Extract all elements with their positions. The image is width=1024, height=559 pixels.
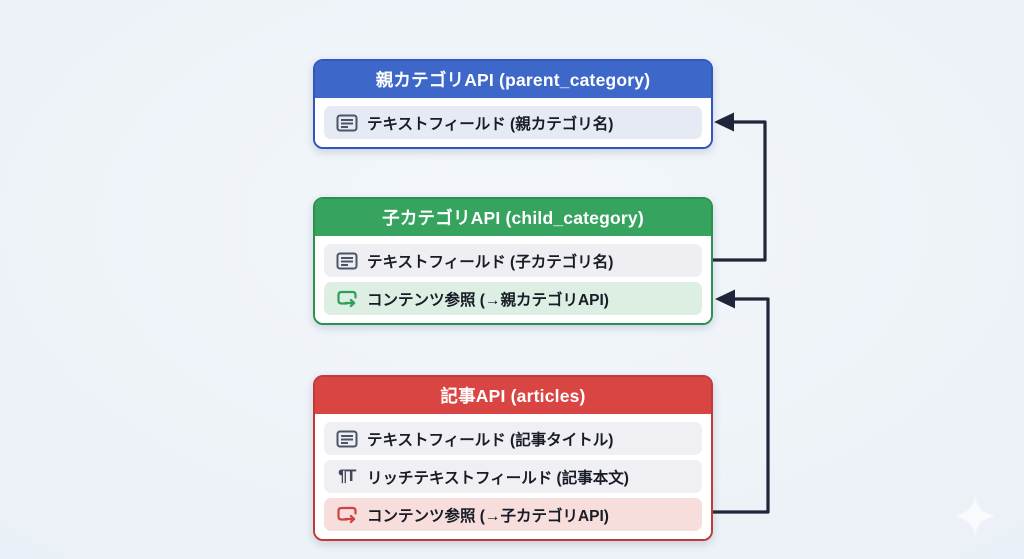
child-category-api-title: 子カテゴリAPI (child_category): [315, 199, 711, 236]
field-label: コンテンツ参照 (→子カテゴリAPI): [367, 507, 609, 525]
content-reference-icon: [335, 289, 358, 308]
field-row-text-field: テキストフィールド (親カテゴリ名): [324, 106, 702, 139]
field-label: コンテンツ参照 (→親カテゴリAPI): [367, 291, 609, 309]
parent-category-api-fields: テキストフィールド (親カテゴリ名): [315, 98, 711, 147]
field-row-text-field: テキストフィールド (記事タイトル): [324, 422, 702, 455]
field-row-text-field: テキストフィールド (子カテゴリ名): [324, 244, 702, 277]
articles-api-box: 記事API (articles) テキストフィールド (記事タイトル) ¶T リ…: [313, 375, 713, 541]
rich-text-icon: ¶T: [338, 466, 356, 485]
text-field-icon: [335, 429, 358, 448]
field-row-content-reference: コンテンツ参照 (→子カテゴリAPI): [324, 498, 702, 531]
field-label: テキストフィールド (記事タイトル): [367, 431, 614, 449]
child-category-api-box: 子カテゴリAPI (child_category) テキストフィールド (子カテ…: [313, 197, 713, 325]
arrow-child-to-parent: [713, 112, 767, 262]
parent-category-api-box: 親カテゴリAPI (parent_category) テキストフィールド (親カ…: [313, 59, 713, 149]
field-row-content-reference: コンテンツ参照 (→親カテゴリAPI): [324, 282, 702, 315]
articles-api-title: 記事API (articles): [315, 377, 711, 414]
field-label: テキストフィールド (子カテゴリ名): [367, 253, 614, 271]
child-category-api-fields: テキストフィールド (子カテゴリ名) コンテンツ参照 (→親カテゴリAPI): [315, 236, 711, 323]
content-reference-icon: [335, 505, 358, 524]
arrow-articles-to-child: [713, 289, 770, 514]
parent-category-api-title: 親カテゴリAPI (parent_category): [315, 61, 711, 98]
text-field-icon: [335, 251, 358, 270]
field-label: テキストフィールド (親カテゴリ名): [367, 115, 614, 133]
field-label: リッチテキストフィールド (記事本文): [367, 469, 629, 487]
sparkle-icon: [955, 496, 995, 536]
field-row-rich-text: ¶T リッチテキストフィールド (記事本文): [324, 460, 702, 493]
text-field-icon: [335, 113, 358, 132]
articles-api-fields: テキストフィールド (記事タイトル) ¶T リッチテキストフィールド (記事本文…: [315, 414, 711, 539]
